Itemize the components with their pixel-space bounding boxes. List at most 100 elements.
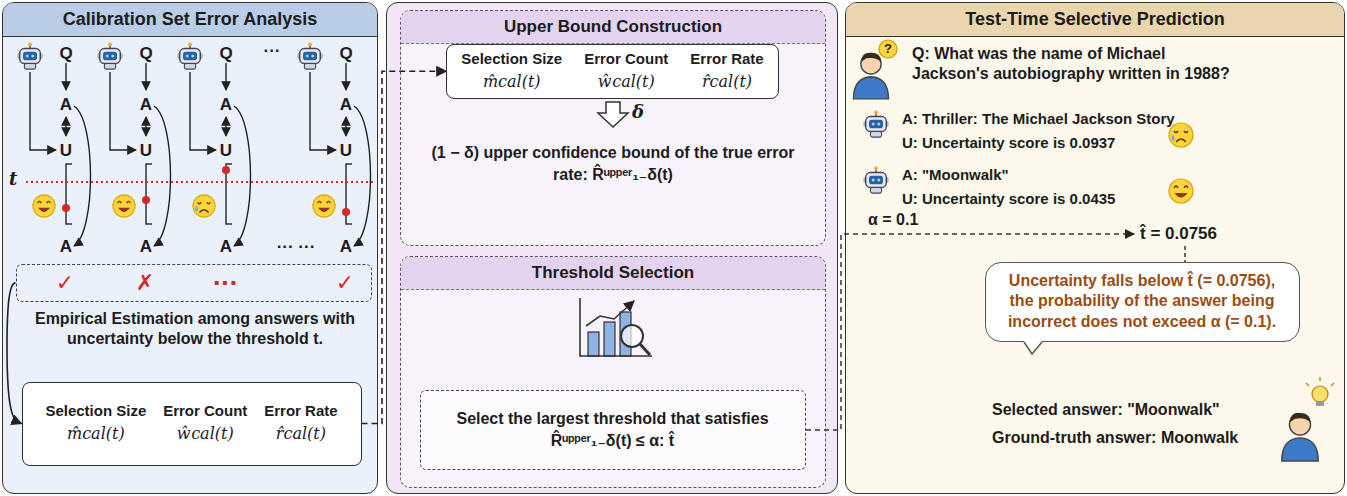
person-icon bbox=[863, 110, 888, 137]
chart-icon bbox=[588, 332, 599, 356]
label-text: A bbox=[54, 236, 78, 257]
label-text: U bbox=[134, 140, 158, 161]
label-slot: A bbox=[134, 236, 158, 257]
uncertainty-bracket bbox=[346, 164, 352, 224]
label-slot: t bbox=[9, 168, 23, 191]
result-mark: ✓ bbox=[56, 272, 74, 294]
flow-arrow bbox=[30, 72, 56, 150]
result-mark: ✗ bbox=[136, 272, 154, 294]
label-slot: Empirical Estimation among answers with … bbox=[20, 309, 370, 349]
flow-arrow bbox=[225, 117, 226, 136]
math-value: ŵcal(t) bbox=[598, 72, 655, 93]
label-slot: A bbox=[214, 236, 238, 257]
flow-arrow bbox=[190, 72, 216, 150]
label-slot: ? bbox=[879, 41, 897, 57]
chart-icon bbox=[580, 298, 652, 356]
label-slot: Ground-truth answer: Moonwalk bbox=[992, 428, 1238, 448]
label-text: U bbox=[54, 140, 78, 161]
label-text: t bbox=[9, 168, 23, 191]
label-slot: α = 0.1 bbox=[868, 210, 918, 230]
label-text: U: Uncertainty score is 0.0435 bbox=[902, 190, 1115, 209]
flow-arrow bbox=[65, 117, 66, 136]
label-slot: U bbox=[54, 140, 78, 161]
column-header: Error Rate bbox=[690, 50, 763, 69]
column-header: Selection Size bbox=[461, 50, 562, 69]
label-text: A bbox=[134, 94, 158, 115]
uncertainty-dot bbox=[222, 166, 230, 174]
emoji-icon bbox=[1169, 179, 1193, 203]
label-slot: A bbox=[334, 94, 358, 115]
column-header: Selection Size bbox=[45, 402, 146, 421]
mark-slot: ✓ bbox=[45, 265, 85, 301]
person-icon bbox=[879, 40, 897, 58]
label-text: A bbox=[54, 94, 78, 115]
emoji-icon bbox=[113, 195, 135, 217]
robot-icon bbox=[17, 42, 42, 69]
label-slot: A: Thriller: The Michael Jackson Story bbox=[902, 110, 1175, 129]
emoji-icon bbox=[33, 123, 1193, 217]
mark-slot: ✗ bbox=[125, 265, 165, 301]
chart-icon bbox=[580, 298, 652, 356]
speech-bubble: Uncertainty falls below t̂ (= 0.0756), t… bbox=[985, 262, 1300, 342]
chart-icon bbox=[640, 344, 650, 355]
chart-icon bbox=[621, 325, 643, 347]
math-value: m̂cal(t) bbox=[483, 72, 541, 93]
uncertainty-bracket bbox=[66, 164, 72, 224]
sub-panel: Upper Bound Construction(1 − δ) upper co… bbox=[400, 10, 826, 246]
panel-title: Calibration Set Error Analysis bbox=[3, 3, 377, 37]
label-slot: A bbox=[334, 236, 358, 257]
math-value: ŵcal(t) bbox=[177, 424, 234, 445]
label-text: A bbox=[334, 94, 358, 115]
label-slot: t̂ = 0.0756 bbox=[1140, 223, 1217, 244]
flow-arrow bbox=[145, 63, 146, 90]
label-text: δ bbox=[632, 101, 654, 124]
label-text: Q bbox=[54, 43, 78, 64]
flow-arrow bbox=[30, 63, 371, 246]
label-text: Ground-truth answer: Moonwalk bbox=[992, 428, 1238, 448]
label-text: ··· bbox=[257, 40, 287, 61]
person-icon bbox=[1282, 413, 1318, 461]
person-icon bbox=[854, 40, 1334, 461]
mark-slot: ··· bbox=[205, 265, 245, 301]
math-value: m̂cal(t) bbox=[67, 424, 125, 445]
label-slot: ··· bbox=[257, 40, 287, 61]
label-slot: A bbox=[134, 94, 158, 115]
label-text: A: "Moonwalk" bbox=[902, 166, 1009, 185]
robot-icon bbox=[177, 42, 202, 69]
label-text: A bbox=[334, 236, 358, 257]
connector bbox=[7, 283, 22, 424]
label-text: U bbox=[334, 140, 358, 161]
uncertainty-dot bbox=[62, 166, 350, 216]
label-slot: Q: What was the name of Michael Jackson'… bbox=[912, 44, 1242, 84]
label-slot: Q bbox=[54, 43, 78, 64]
panel-title: Threshold Selection bbox=[401, 257, 825, 290]
bubble-tail bbox=[1024, 342, 1042, 354]
result-mark: ✓ bbox=[336, 272, 354, 294]
column-header: Error Count bbox=[163, 402, 247, 421]
flow-arrow bbox=[65, 63, 66, 90]
flow-arrow bbox=[234, 106, 251, 246]
hollow-arrow bbox=[598, 102, 628, 127]
mark-slot: ✓ bbox=[325, 265, 365, 301]
label-slot: U bbox=[214, 140, 238, 161]
sub-panel: Threshold SelectionSelect the largest th… bbox=[400, 256, 826, 488]
label-slot: Q bbox=[334, 43, 358, 64]
flow-arrow bbox=[345, 117, 346, 136]
person-icon bbox=[1312, 386, 1328, 402]
flow-arrow bbox=[145, 117, 146, 136]
result-arrow bbox=[1184, 246, 1186, 262]
flow-arrow bbox=[154, 106, 171, 246]
flow-arrow bbox=[354, 106, 371, 246]
label-slot: δ bbox=[632, 101, 654, 124]
label-text: U bbox=[214, 140, 238, 161]
uncertainty-bracket bbox=[146, 164, 152, 224]
person-icon bbox=[1306, 377, 1334, 386]
result-mark: ··· bbox=[212, 272, 237, 294]
label-text: A bbox=[134, 236, 158, 257]
label-text: ? bbox=[879, 41, 897, 57]
label-slot: A bbox=[54, 236, 78, 257]
label-text: U: Uncertainty score is 0.0937 bbox=[902, 134, 1115, 153]
panel: Calibration Set Error Analysis ✓ ✗ ··· ✓ Sele… bbox=[2, 2, 378, 494]
label-slot: Q bbox=[214, 43, 238, 64]
chart-icon bbox=[604, 322, 615, 356]
